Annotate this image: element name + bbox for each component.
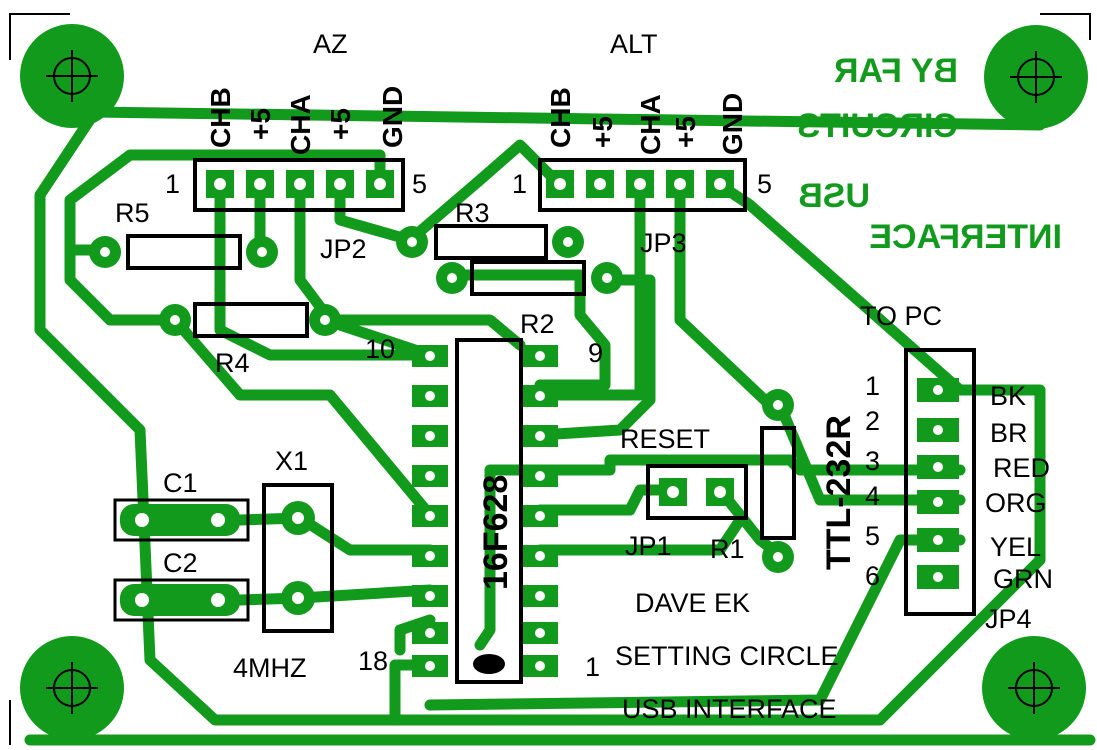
resistor-pads: [89, 226, 794, 573]
mounting-hole-bottom-right: [982, 636, 1086, 740]
alt-pin-chb: CHB: [545, 87, 576, 148]
svg-text:RED: RED: [993, 453, 1050, 483]
jp3-pin5-label: 5: [757, 169, 772, 199]
az-pin-5v-2: +5: [325, 108, 356, 140]
copper-text-mirrored: BY FAR CIRCUITS USB INTERFACE: [797, 52, 1062, 256]
svg-text:4: 4: [865, 481, 880, 511]
copper-text-usb: USB: [798, 177, 870, 215]
copper-text-by-far: BY FAR: [834, 52, 958, 90]
svg-text:5: 5: [865, 521, 880, 551]
svg-text:YEL: YEL: [990, 532, 1041, 562]
ic-pin10-label: 10: [365, 334, 395, 364]
ic-pads: [412, 345, 558, 677]
jp3-pads: [546, 170, 734, 198]
az-pin-chb: CHB: [205, 87, 236, 148]
author-label: DAVE EK: [635, 588, 750, 618]
jp4-label: JP4: [985, 604, 1032, 634]
ttl-232r-label: TTL-232R: [820, 415, 858, 570]
svg-text:ORG: ORG: [985, 488, 1047, 518]
to-pc-label: TO PC: [860, 301, 942, 331]
ic-pin1-label: 1: [585, 652, 600, 682]
svg-text:2: 2: [865, 406, 880, 436]
svg-text:1: 1: [865, 371, 880, 401]
capacitor-pads: [120, 504, 240, 616]
silkscreen-outlines: [113, 158, 976, 684]
reset-label: RESET: [620, 424, 710, 454]
to-pc-pin-numbers: 1 2 3 4 5 6: [865, 371, 880, 591]
wire-color-labels: BK BR RED ORG YEL GRN: [985, 381, 1053, 594]
mounting-hole-top-right: [984, 25, 1088, 129]
c2-label: C2: [163, 548, 198, 578]
copper-text-circuits: CIRCUITS: [797, 107, 958, 145]
svg-text:3: 3: [865, 446, 880, 476]
ic-part-label: 16F628: [477, 475, 515, 590]
ic-pin18-label: 18: [358, 646, 388, 676]
jp3-pin1-label: 1: [512, 169, 527, 199]
jp1-pads: [659, 478, 734, 506]
svg-text:6: 6: [865, 561, 880, 591]
r2-label: R2: [520, 309, 555, 339]
alt-pin-5v-1: +5: [587, 116, 618, 148]
az-pin-gnd: GND: [377, 86, 408, 148]
r4-label: R4: [215, 348, 250, 378]
jp2-label: JP2: [320, 234, 367, 264]
title-line2: USB INTERFACE: [622, 694, 837, 724]
alt-pin-labels: CHB +5 CHA +5 GND: [545, 87, 748, 155]
alt-pin-cha: CHA: [635, 94, 666, 155]
az-pin-labels: CHB +5 CHA +5 GND: [205, 86, 408, 155]
jp2-pads: [206, 170, 394, 198]
svg-text:GRN: GRN: [993, 564, 1053, 594]
mounting-hole-top-left: [20, 24, 124, 128]
crystal-pads: [281, 501, 315, 615]
jp1-label: JP1: [625, 531, 672, 561]
svg-text:BK: BK: [990, 381, 1026, 411]
svg-text:BR: BR: [990, 418, 1028, 448]
ic-pin9-label: 9: [588, 338, 603, 368]
az-pin-5v-1: +5: [245, 108, 276, 140]
title-line1: SETTING CIRCLE: [615, 641, 839, 671]
jp3-label: JP3: [640, 228, 687, 258]
crystal-label: 4MHZ: [233, 653, 307, 683]
az-label: AZ: [313, 29, 348, 59]
jp2-pin5-label: 5: [412, 169, 427, 199]
r3-label: R3: [455, 198, 490, 228]
az-pin-cha: CHA: [285, 94, 316, 155]
alt-label: ALT: [610, 29, 658, 59]
c1-label: C1: [163, 468, 198, 498]
mounting-hole-bottom-left: [20, 636, 124, 740]
r5-label: R5: [115, 198, 150, 228]
jp4-pads: [917, 378, 959, 589]
r1-label: R1: [710, 534, 745, 564]
alt-pin-gnd: GND: [717, 93, 748, 155]
x1-label: X1: [275, 446, 308, 476]
jp2-pin1-label: 1: [165, 169, 180, 199]
copper-text-interface: INTERFACE: [869, 218, 1062, 256]
alt-pin-5v-2: +5: [670, 116, 701, 148]
corner-marks: [9, 13, 1091, 745]
